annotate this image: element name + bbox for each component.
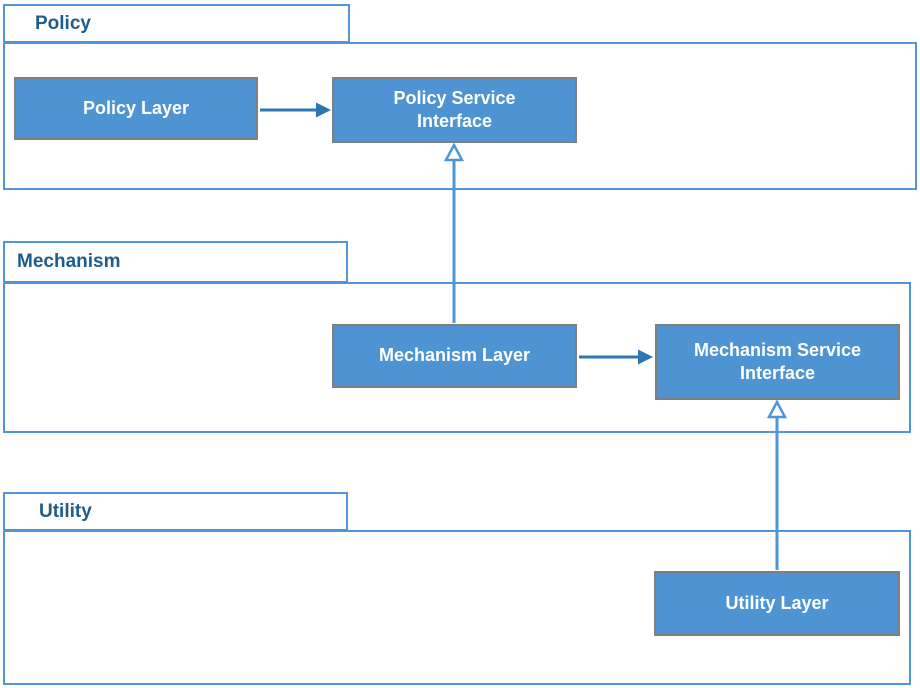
node-policy-service-interface[interactable]: Policy Service Interface (332, 77, 577, 143)
node-utility-layer[interactable]: Utility Layer (654, 571, 900, 636)
node-mechanism-service-interface[interactable]: Mechanism Service Interface (655, 324, 900, 400)
node-policy-layer[interactable]: Policy Layer (14, 77, 258, 140)
node-mechanism-layer[interactable]: Mechanism Layer (332, 324, 577, 388)
package-body-mechanism (3, 282, 911, 433)
package-label-mechanism: Mechanism (17, 251, 121, 272)
package-body-utility (3, 530, 911, 685)
package-tab-mechanism: Mechanism (3, 241, 348, 283)
package-label-utility: Utility (39, 500, 92, 522)
package-label-policy: Policy (35, 12, 91, 34)
package-body-policy (3, 42, 917, 190)
package-tab-utility: Utility (3, 492, 348, 531)
package-tab-policy: Policy (3, 4, 350, 43)
